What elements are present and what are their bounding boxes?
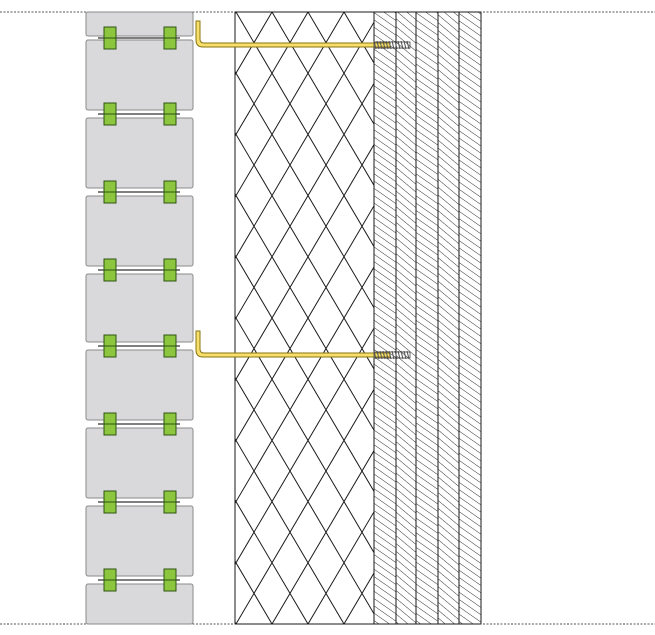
cladding-panel: [85, 273, 194, 343]
insulation-layer: [0, 11, 655, 625]
insulation-hatch-line: [488, 12, 655, 624]
insulation-hatch-line: [560, 12, 655, 624]
masonry-layer: [415, 11, 439, 625]
insulation-hatch-line: [235, 82, 374, 321]
insulation-hatch-line: [235, 327, 374, 566]
cladding-panel: [85, 505, 194, 577]
insulation-hatch-line: [271, 449, 374, 624]
insulation-hatch-line: [235, 376, 374, 615]
insulation-hatch-line: [235, 12, 309, 138]
insulation-hatch-line: [524, 12, 655, 624]
insulation-hatch-line: [235, 204, 374, 444]
insulation-hatch-line: [235, 21, 374, 260]
insulation-hatch-line: [235, 143, 374, 382]
insulation-hatch-line: [307, 510, 374, 624]
cladding-panel: [85, 195, 194, 267]
cladding-panel: [85, 39, 194, 111]
insulation-hatch-line: [235, 388, 374, 624]
insulation-hatch-line: [452, 12, 655, 624]
insulation-hatch-line: [524, 12, 655, 624]
masonry-layer: [373, 11, 397, 625]
insulation-hatch-line: [0, 12, 92, 624]
wall-ties: [195, 20, 411, 360]
wall-tie-anchor: [373, 351, 411, 359]
insulation-hatch-line: [0, 12, 20, 624]
insulation-hatch-line: [307, 12, 374, 126]
insulation-hatch-line: [235, 437, 345, 624]
insulation-hatch-line: [235, 266, 374, 505]
insulation-hatch-line: [452, 12, 655, 624]
insulation-hatch-line: [0, 12, 56, 624]
insulation-hatch-line: [632, 12, 655, 624]
masonry-layer: [437, 11, 460, 625]
insulation-hatch-line: [0, 12, 20, 624]
insulation-hatch-line: [632, 12, 655, 624]
wall-tie-anchor: [373, 41, 411, 49]
insulation-hatch-line: [235, 12, 345, 199]
cladding-panel: [85, 11, 194, 37]
insulation-hatch-line: [596, 12, 655, 624]
insulation-hatch-line: [596, 12, 655, 624]
cladding-panel: [85, 427, 194, 499]
insulation-hatch-line: [560, 12, 655, 624]
insulation-hatch-line: [235, 70, 374, 309]
insulation-hatch-line: [488, 12, 655, 624]
cladding-panel: [85, 583, 194, 625]
insulation-hatch-line: [0, 12, 92, 624]
masonry-layer: [458, 11, 482, 625]
masonry-layers: [373, 11, 482, 625]
cladding-panel: [85, 349, 194, 421]
insulation-hatch-line: [0, 12, 56, 624]
cladding-panels: [85, 11, 194, 625]
cladding-panel: [85, 117, 194, 189]
masonry-layer: [395, 11, 417, 625]
insulation-hatch-line: [235, 12, 374, 248]
insulation-hatch-line: [271, 12, 374, 187]
panel-clips: [98, 26, 180, 592]
insulation-hatch-line: [235, 498, 309, 624]
